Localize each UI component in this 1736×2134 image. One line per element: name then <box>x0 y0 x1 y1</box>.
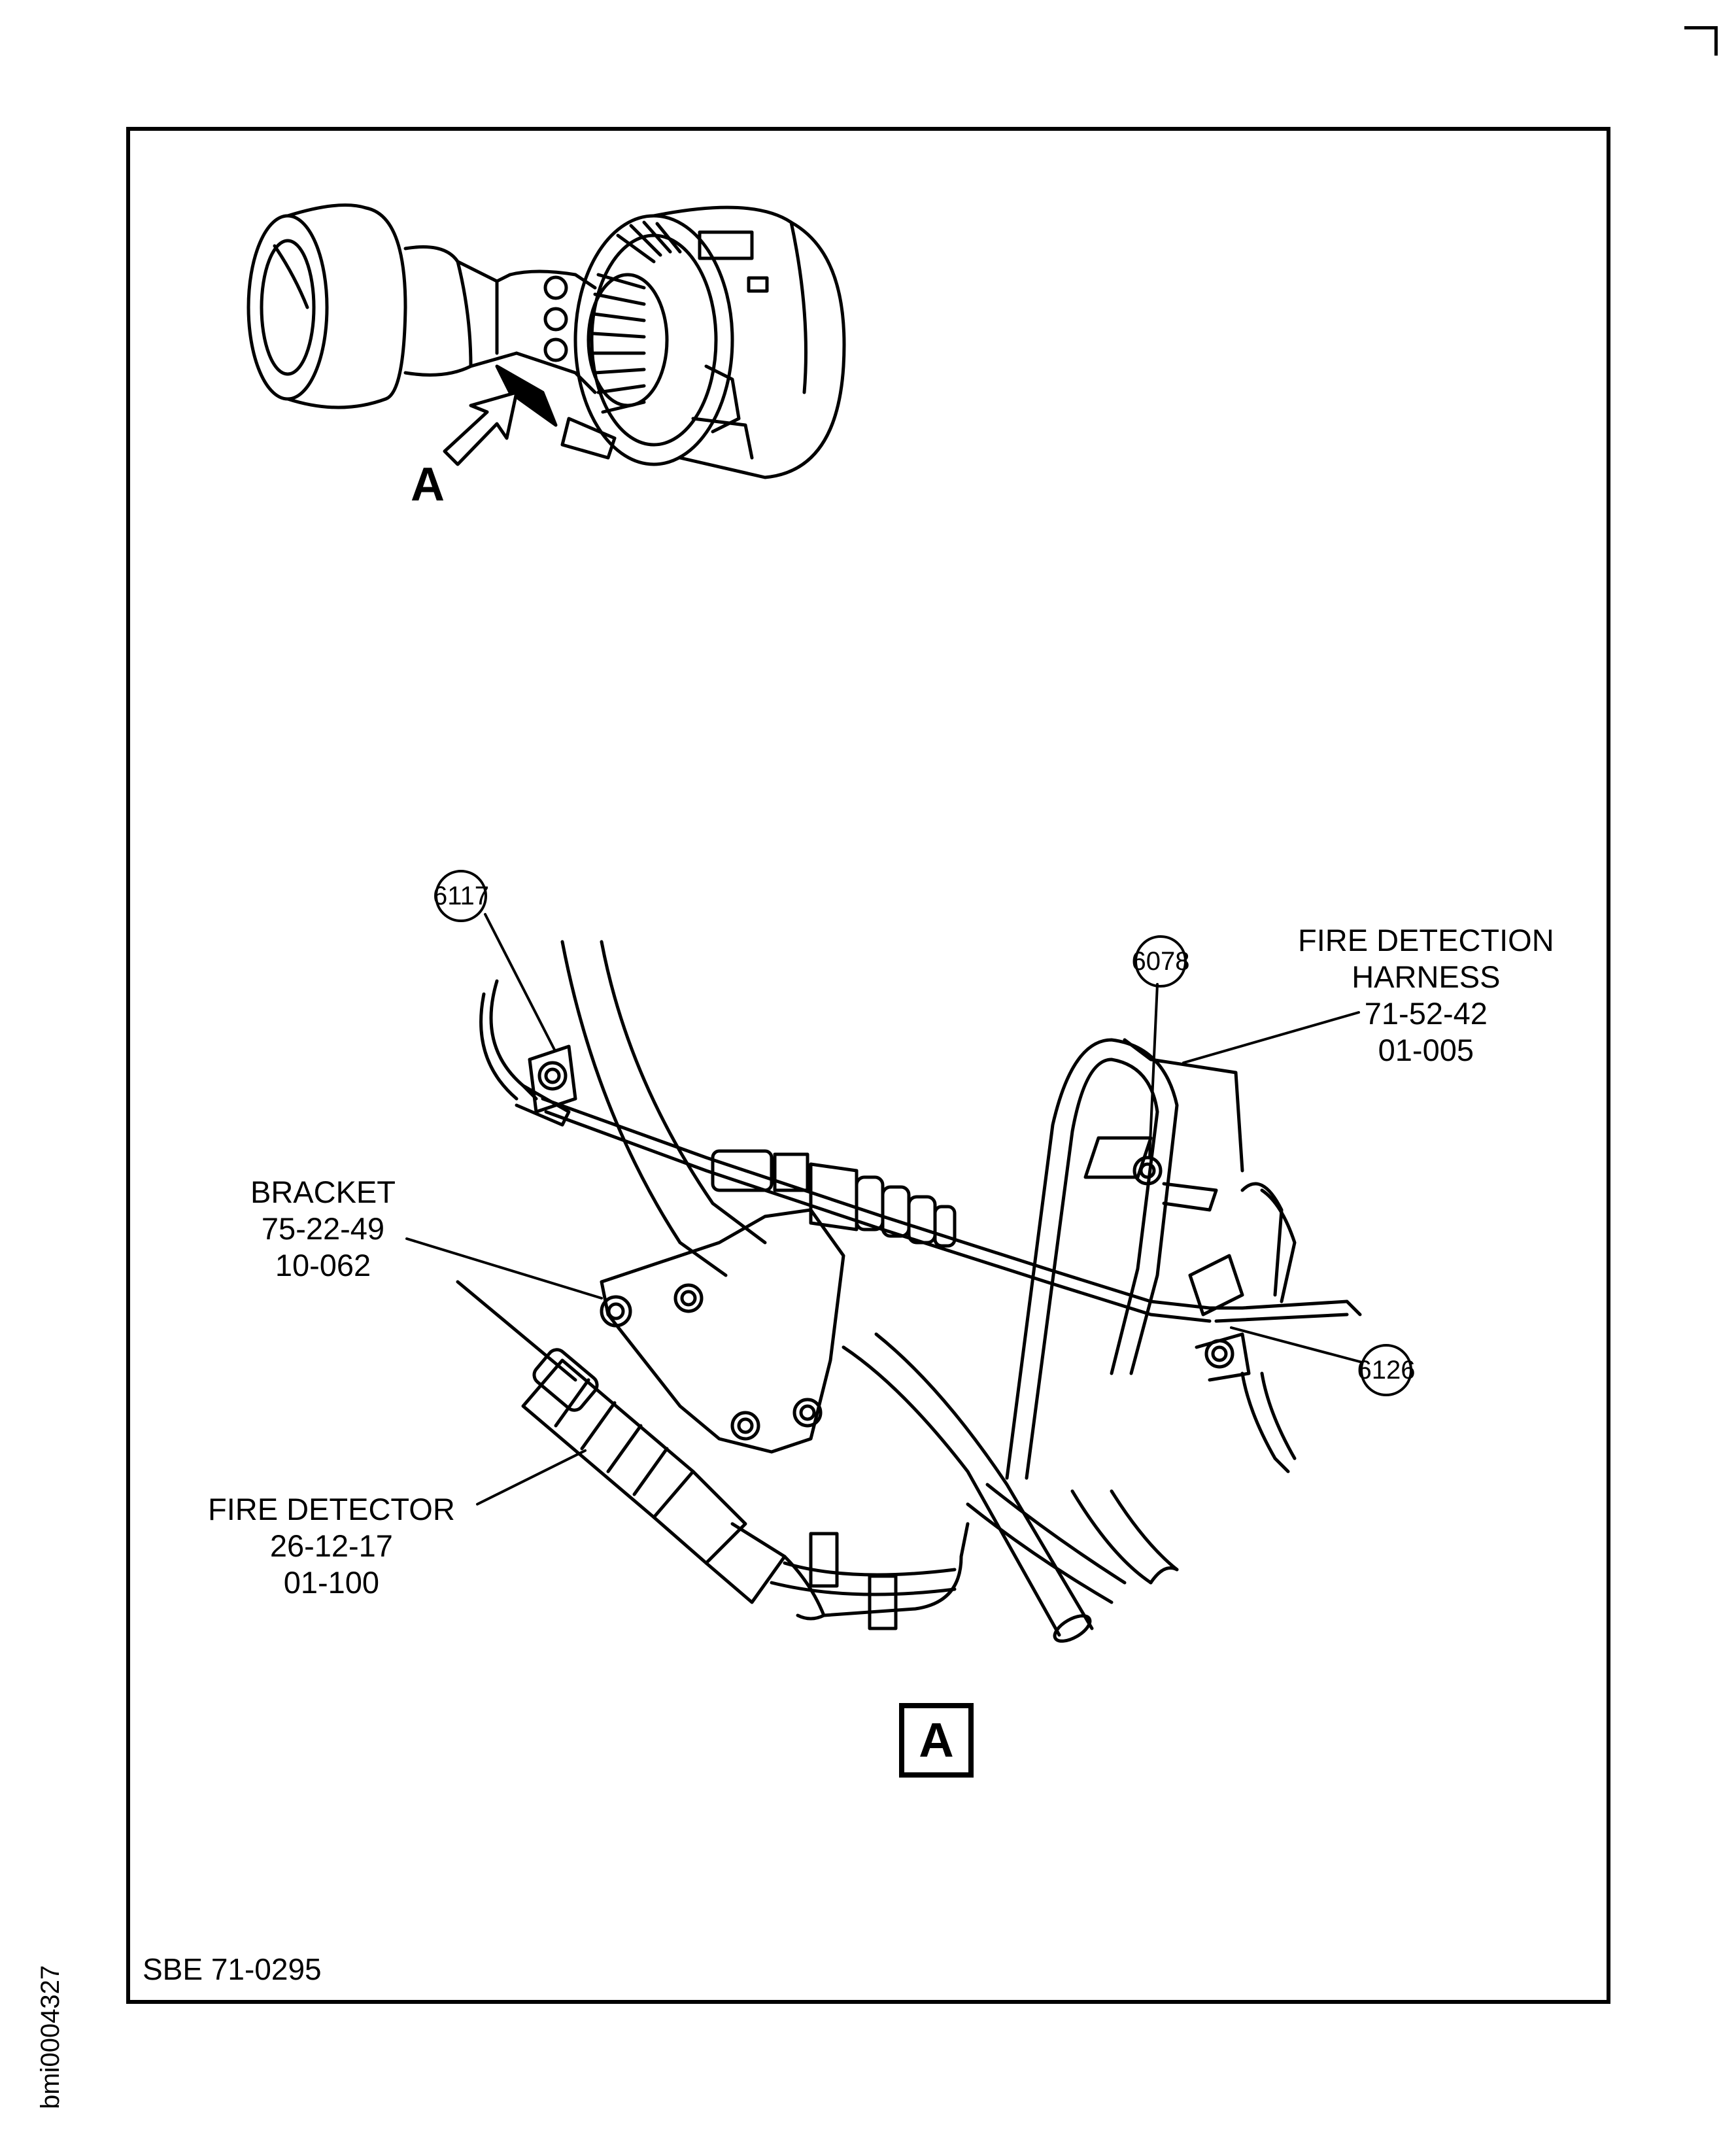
item-number-6126: 6126 <box>1357 1356 1416 1385</box>
label-line: 01-100 <box>283 1565 380 1600</box>
label-line: BRACKET <box>250 1175 396 1209</box>
figure-reference: SBE 71-0295 <box>143 1952 322 1986</box>
label-line: 01-005 <box>1378 1033 1474 1067</box>
detail-view-a-illustration <box>405 870 1412 1643</box>
fire-detector-label: FIRE DETECTOR 26-12-17 01-100 <box>208 1491 455 1601</box>
label-line: 71-52-42 <box>1364 996 1488 1031</box>
image-id: bmi0004327 <box>36 1965 65 2109</box>
bracket-label: BRACKET 75-22-49 10-062 <box>250 1174 396 1284</box>
label-line: 10-062 <box>275 1248 371 1282</box>
label-line: HARNESS <box>1352 959 1501 994</box>
label-line: 75-22-49 <box>261 1211 385 1246</box>
item-number-6078: 6078 <box>1131 947 1190 976</box>
view-a-marker: A <box>411 458 445 511</box>
view-a-box-label: A <box>899 1703 974 1778</box>
engine-overview-illustration <box>247 203 846 479</box>
label-line: FIRE DETECTION <box>1298 923 1554 957</box>
crop-mark <box>1684 26 1718 56</box>
figure-frame <box>126 127 1610 2004</box>
label-line: 26-12-17 <box>269 1528 393 1563</box>
label-line: FIRE DETECTOR <box>208 1492 455 1526</box>
item-number-6117: 6117 <box>432 882 489 910</box>
fire-detection-harness-label: FIRE DETECTION HARNESS 71-52-42 01-005 <box>1298 922 1554 1069</box>
